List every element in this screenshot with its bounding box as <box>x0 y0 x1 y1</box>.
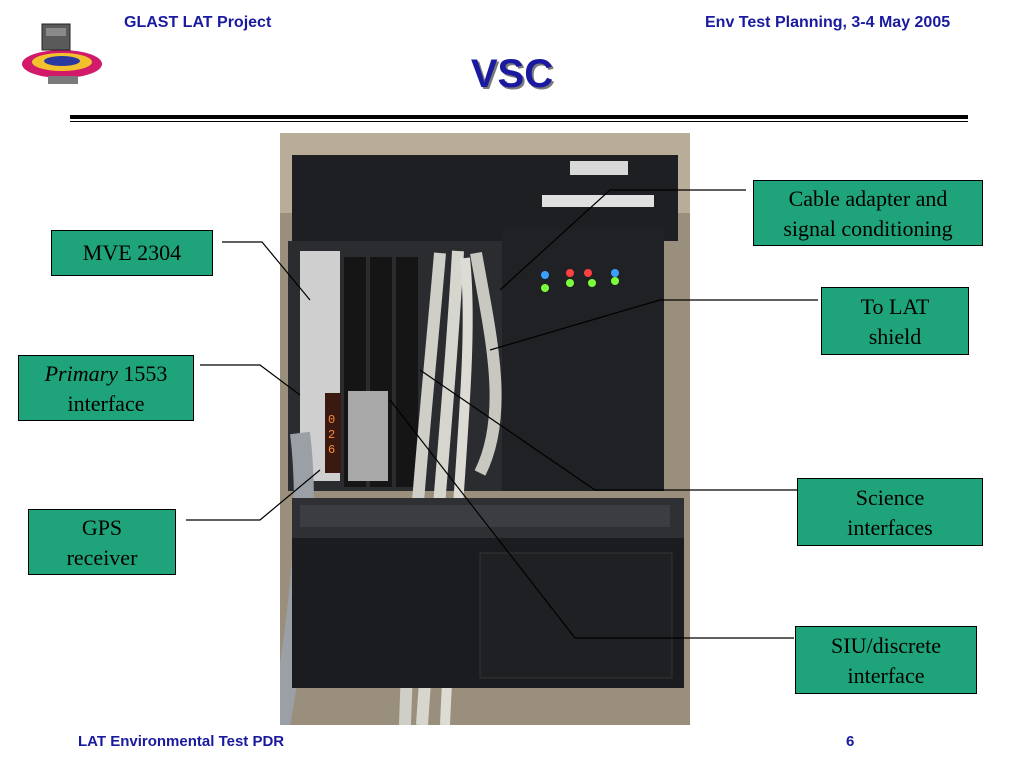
callout-gps-line2: receiver <box>66 545 138 570</box>
callout-cable-line1: Cable adapter and <box>788 186 948 211</box>
callout-lat-line1: To LAT <box>860 294 930 319</box>
callout-cable-line2: signal conditioning <box>783 216 953 241</box>
callout-siu-line2: interface <box>847 663 925 688</box>
slide-title: VSC <box>470 52 554 96</box>
callout-mve-label: MVE 2304 <box>82 240 182 265</box>
callout-to-lat-shield: To LAT shield <box>821 287 969 355</box>
callout-gps-receiver: GPS receiver <box>28 509 176 575</box>
callout-primary-1553: Primary 1553 interface <box>18 355 194 421</box>
vsc-crate-photo: 0 2 6 <box>280 133 690 725</box>
callout-science-line2: interfaces <box>847 515 933 540</box>
glast-logo <box>22 23 102 84</box>
title-divider <box>70 115 968 119</box>
svg-text:0: 0 <box>328 413 335 427</box>
svg-text:2: 2 <box>328 428 335 442</box>
callout-mve-2304: MVE 2304 <box>51 230 213 276</box>
callout-siu-line1: SIU/discrete <box>831 633 941 658</box>
callout-gps-line1: GPS <box>81 515 123 540</box>
callout-primary-line1: Primary 1553 <box>19 359 193 389</box>
callout-cable-adapter: Cable adapter and signal conditioning <box>753 180 983 246</box>
project-name: GLAST LAT Project <box>124 14 272 31</box>
page-number: 6 <box>846 733 855 750</box>
title-divider-thin <box>70 121 968 122</box>
callout-primary-rest: 1553 <box>117 361 168 386</box>
callout-primary-line2: interface <box>67 391 145 416</box>
callout-primary-italic: Primary <box>44 361 118 386</box>
meeting-info: Env Test Planning, 3-4 May 2005 <box>705 14 951 31</box>
callout-science-interfaces: Science interfaces <box>797 478 983 546</box>
svg-text:6: 6 <box>328 443 335 457</box>
callout-siu-discrete: SIU/discrete interface <box>795 626 977 694</box>
footer-document: LAT Environmental Test PDR <box>78 733 285 750</box>
callout-lat-line2: shield <box>868 324 922 349</box>
callout-science-line1: Science <box>855 485 925 510</box>
